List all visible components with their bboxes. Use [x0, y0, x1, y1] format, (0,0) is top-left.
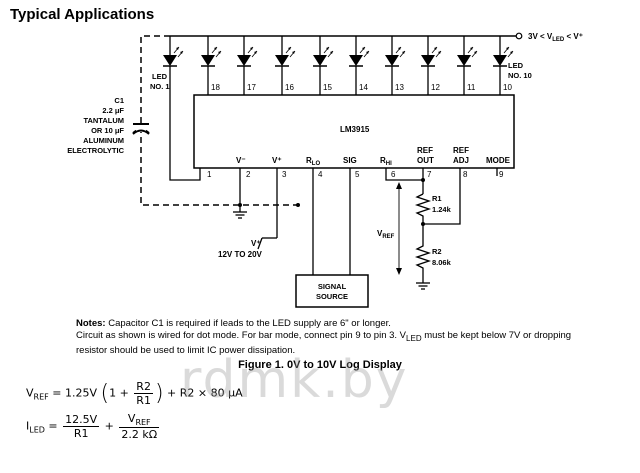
led-9 — [456, 46, 478, 67]
led1-label: LED — [152, 72, 168, 81]
page-heading: Typical Applications — [10, 6, 155, 23]
svg-text:ADJ: ADJ — [453, 156, 469, 165]
svg-text:11: 11 — [467, 83, 476, 92]
led10-label: LED — [508, 61, 524, 70]
vplus-range: 12V TO 20V — [218, 250, 263, 259]
resistor-r1 — [414, 193, 432, 224]
capacitor-label: C1 2.2 μF TANTALUM OR 10 μF ALUMINUM ELE… — [67, 96, 124, 155]
led-2 — [200, 46, 222, 67]
svg-text:OUT: OUT — [417, 156, 434, 165]
svg-text:16: 16 — [285, 83, 294, 92]
led-4 — [274, 46, 296, 67]
svg-text:13: 13 — [395, 83, 404, 92]
signal-source-box — [295, 274, 369, 308]
led-3 — [236, 46, 258, 67]
svg-text:V⁺: V⁺ — [272, 156, 282, 165]
capacitor-wire — [140, 35, 298, 206]
svg-text:OR 10 μF: OR 10 μF — [91, 126, 124, 135]
resistor-r2 — [414, 224, 432, 272]
svg-text:18: 18 — [211, 83, 220, 92]
svg-text:2: 2 — [246, 170, 251, 179]
ground-symbol — [232, 211, 248, 219]
supply-terminal — [515, 32, 523, 40]
svg-text:15: 15 — [323, 83, 332, 92]
led-6 — [348, 46, 370, 67]
svg-text:7: 7 — [427, 170, 432, 179]
notes-block: Notes: Capacitor C1 is required if leads… — [76, 318, 572, 356]
vref-label: VREF — [377, 229, 395, 240]
svg-text:1: 1 — [207, 170, 212, 179]
svg-text:ELECTROLYTIC: ELECTROLYTIC — [67, 146, 124, 155]
svg-text:MODE: MODE — [486, 156, 511, 165]
svg-text:17: 17 — [247, 83, 256, 92]
svg-text:R2: R2 — [432, 247, 442, 256]
svg-text:9: 9 — [499, 170, 504, 179]
supply-label: 3V < VLED < V⁺ — [528, 32, 583, 43]
svg-text:8: 8 — [463, 170, 468, 179]
svg-text:R1: R1 — [432, 194, 442, 203]
svg-text:SIG: SIG — [343, 156, 357, 165]
svg-text:2.2 μF: 2.2 μF — [102, 106, 124, 115]
svg-text:C1: C1 — [114, 96, 124, 105]
led1-label-num: NO. 1 — [150, 82, 170, 91]
svg-text:8.06k: 8.06k — [432, 258, 452, 267]
figure-caption: Figure 1. 0V to 10V Log Display — [238, 359, 402, 371]
svg-text:REF: REF — [417, 146, 433, 155]
svg-text:TANTALUM: TANTALUM — [83, 116, 124, 125]
led-1 — [162, 46, 184, 67]
svg-text:RHI: RHI — [380, 156, 392, 167]
ic-body — [193, 94, 515, 169]
svg-text:10: 10 — [503, 83, 512, 92]
svg-text:4: 4 — [318, 170, 323, 179]
ic-name: LM3915 — [340, 125, 370, 134]
vplus-label: V⁺ — [251, 239, 261, 248]
svg-text:SIGNAL: SIGNAL — [318, 282, 347, 291]
led-5 — [312, 46, 334, 67]
svg-text:12: 12 — [431, 83, 440, 92]
ground-symbol-r2 — [415, 282, 431, 290]
svg-text:V⁻: V⁻ — [236, 156, 246, 165]
watermark: rdmk.by — [180, 350, 409, 410]
svg-text:14: 14 — [359, 83, 368, 92]
led10-label-num: NO. 10 — [508, 71, 532, 80]
svg-text:1.24k: 1.24k — [432, 205, 452, 214]
svg-text:6: 6 — [391, 170, 396, 179]
capacitor-c1 — [132, 129, 150, 135]
svg-text:RLO: RLO — [306, 156, 320, 167]
svg-text:ALUMINUM: ALUMINUM — [83, 136, 124, 145]
svg-text:REF: REF — [453, 146, 469, 155]
svg-text:5: 5 — [355, 170, 360, 179]
led-8 — [420, 46, 442, 67]
svg-text:3: 3 — [282, 170, 287, 179]
led-7 — [384, 46, 406, 67]
svg-text:SOURCE: SOURCE — [316, 292, 348, 301]
